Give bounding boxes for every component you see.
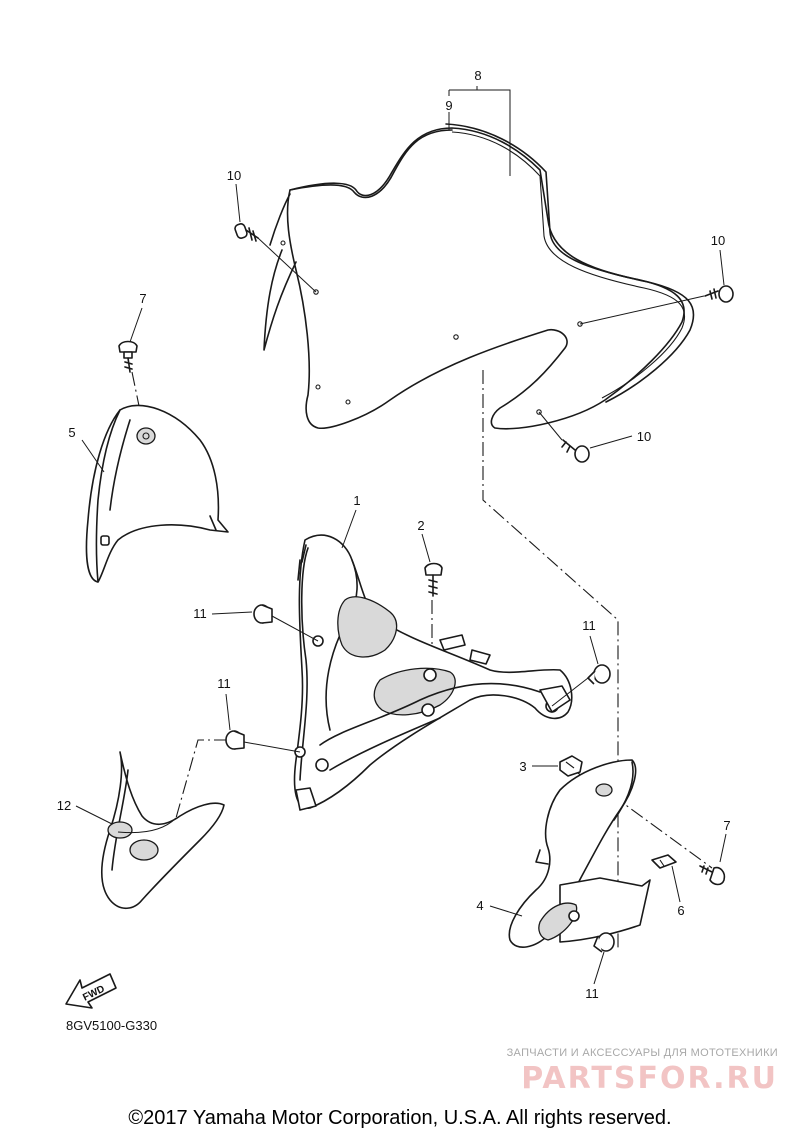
- callout-7-upper-left: 7: [139, 291, 146, 306]
- inner-cover[interactable]: [100, 751, 225, 910]
- callout-6: 6: [677, 903, 684, 918]
- clip-3[interactable]: [559, 755, 583, 777]
- callout-10-bottom-right: 10: [637, 429, 651, 444]
- windshield-screw-bottom-right[interactable]: [538, 411, 590, 463]
- grommet-11-right[interactable]: [551, 664, 611, 707]
- copyright-notice: ©2017 Yamaha Motor Corporation, U.S.A. A…: [128, 1107, 671, 1129]
- fwd-arrow-icon: FWD: [65, 973, 117, 1009]
- callout-11-bottom-right: 11: [585, 986, 599, 1001]
- upper-cowl[interactable]: [293, 534, 573, 811]
- assembly-line-screw-7b: [611, 794, 713, 869]
- diagram-code: 8GV5100-G330: [66, 1018, 157, 1033]
- callout-11-right: 11: [582, 618, 596, 633]
- watermark-tagline: ЗАПЧАСТИ И АКСЕССУАРЫ ДЛЯ МОТОТЕХНИКИ: [507, 1047, 778, 1059]
- callout-8: 8: [474, 68, 481, 83]
- grommet-11-bottom-right[interactable]: [593, 932, 615, 953]
- watermark-brand: PARTSFOR.RU: [521, 1061, 778, 1096]
- callout-3: 3: [519, 759, 526, 774]
- screw-2[interactable]: [424, 562, 443, 597]
- callout-10-right: 10: [711, 233, 725, 248]
- screw-7-upper-left[interactable]: [118, 340, 138, 373]
- callout-11-lower-left: 11: [217, 676, 231, 691]
- callout-11-upper-left: 11: [193, 606, 207, 621]
- windshield-screw-top-left[interactable]: [234, 223, 317, 293]
- callout-5: 5: [68, 425, 75, 440]
- callout-2: 2: [417, 518, 424, 533]
- windshield-screw-right[interactable]: [579, 285, 734, 325]
- callout-1: 1: [353, 493, 360, 508]
- side-cover-left[interactable]: [85, 404, 229, 583]
- windshield[interactable]: [263, 123, 695, 430]
- assembly-line-cover-12: [175, 739, 228, 819]
- callout-9: 9: [445, 98, 452, 113]
- callout-12: 12: [57, 798, 71, 813]
- screw-7-right[interactable]: [699, 865, 726, 886]
- callout-10-top-left: 10: [227, 168, 241, 183]
- callout-7-right: 7: [723, 818, 730, 833]
- grommet-11-upper-left[interactable]: [253, 604, 319, 642]
- clip-6[interactable]: [651, 854, 677, 869]
- callout-4: 4: [476, 898, 483, 913]
- leader-lines: [75, 86, 727, 985]
- grommet-11-lower-left[interactable]: [225, 730, 301, 753]
- side-cover-right[interactable]: [508, 759, 651, 948]
